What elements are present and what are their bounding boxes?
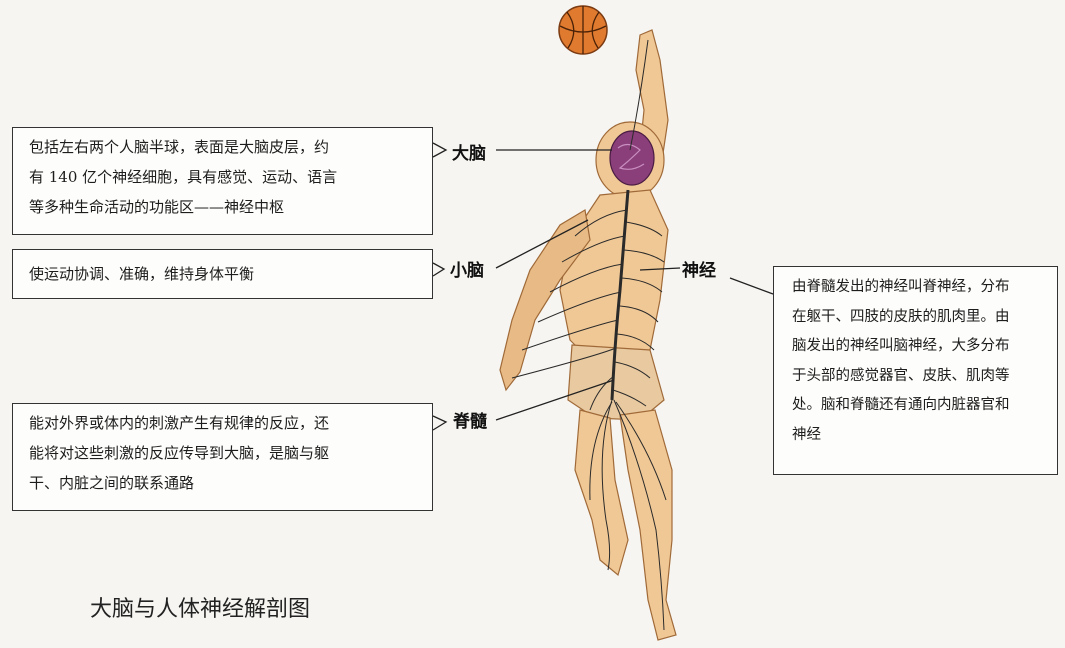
basketball-icon (558, 5, 608, 55)
spinal-text-line: 能将对这些刺激的反应传导到大脑，是脑与躯 (29, 444, 330, 462)
human-body-illustration (499, 29, 677, 641)
spinal-cord-label: 脊髓 (453, 412, 487, 432)
nerves-text-line: 由脊髓发出的神经叫脊神经，分布 (792, 279, 1010, 295)
cerebellum-description-box: 使运动协调、准确，维持身体平衡 (12, 249, 433, 299)
cerebrum-label: 大脑 (452, 144, 486, 164)
figure-caption: 大脑与人体神经解剖图 (90, 597, 311, 622)
nerves-text-line: 于头部的感觉器官、皮肤、肌肉等 (792, 367, 1010, 384)
cerebellum-label: 小脑 (450, 261, 484, 281)
nerves-description-box: 由脊髓发出的神经叫脊神经，分布 在躯干、四肢的皮肤的肌肉里。由 脑发出的神经叫脑… (773, 266, 1058, 475)
nerves-label: 神经 (682, 261, 716, 281)
nerves-text-line: 神经 (792, 426, 821, 443)
nerves-text-line: 脑发出的神经叫脑神经，大多分布 (792, 338, 1010, 354)
cerebrum-description-box: 包括左右两个人脑半球，表面是大脑皮层，约 有 140 亿个神经细胞，具有感觉、运… (12, 127, 433, 235)
cerebrum-text-line: 包括左右两个人脑半球，表面是大脑皮层，约 (29, 138, 330, 156)
leader-lines (432, 142, 774, 431)
nerves-text-line: 在躯干、四肢的皮肤的肌肉里。由 (792, 308, 1010, 325)
nerve-lines (511, 39, 667, 631)
cerebrum-text-line: 等多种生命活动的功能区——神经中枢 (29, 198, 285, 216)
spinal-text-line: 能对外界或体内的刺激产生有规律的反应，还 (29, 414, 330, 432)
cerebellum-text-line: 使运动协调、准确，维持身体平衡 (29, 265, 255, 283)
spinal-cord-description-box: 能对外界或体内的刺激产生有规律的反应，还 能将对这些刺激的反应传导到大脑，是脑与… (12, 403, 433, 511)
spinal-text-line: 干、内脏之间的联系通路 (29, 474, 195, 492)
spinal-cord-illustration (610, 189, 630, 401)
nerves-text-line: 处。脑和脊髓还有通向内脏器官和 (792, 397, 1010, 413)
cerebrum-text-line: 有 140 亿个神经细胞，具有感觉、运动、语言 (29, 168, 338, 186)
